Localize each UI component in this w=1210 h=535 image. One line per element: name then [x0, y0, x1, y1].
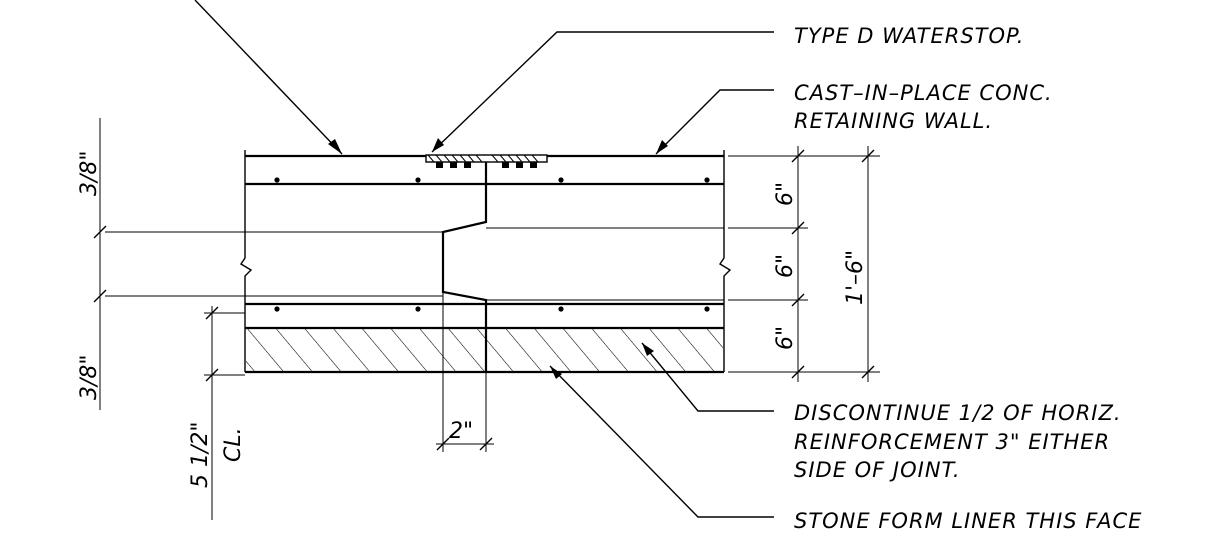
- stone-liner-hatch: [246, 329, 723, 371]
- note-waterstop: TYPE D WATERSTOP.: [794, 24, 1025, 48]
- dim-seg-mid: 6": [773, 254, 798, 278]
- note-stone-liner: STONE FORM LINER THIS FACE: [794, 509, 1142, 533]
- dim-top-gap: 3/8": [77, 150, 102, 196]
- dim-cover-value: 5 1/2": [188, 421, 213, 488]
- note-reinf-line3: SIDE OF JOINT.: [794, 458, 961, 482]
- wall-section: [105, 150, 732, 374]
- dim-offset: 2": [449, 419, 473, 444]
- note-wall-line2: RETAINING WALL.: [794, 109, 993, 133]
- dim-seg-bot: 6": [773, 326, 798, 350]
- dim-bottom-gap: 3/8": [77, 354, 102, 400]
- waterstop-symbol: [425, 154, 548, 168]
- dim-overall: 1'–6": [843, 250, 868, 305]
- note-wall-line1: CAST–IN–PLACE CONC.: [794, 81, 1053, 105]
- note-reinf-line2: REINFORCEMENT 3" EITHER: [794, 430, 1110, 454]
- dim-cover-ref: CL.: [221, 427, 246, 462]
- dimension-lines: [93, 118, 880, 520]
- dim-seg-top: 6": [773, 182, 798, 206]
- note-reinf-line1: DISCONTINUE 1/2 OF HORIZ.: [794, 401, 1122, 425]
- rebar-dots: [274, 177, 710, 312]
- leader-lines: [194, 0, 774, 518]
